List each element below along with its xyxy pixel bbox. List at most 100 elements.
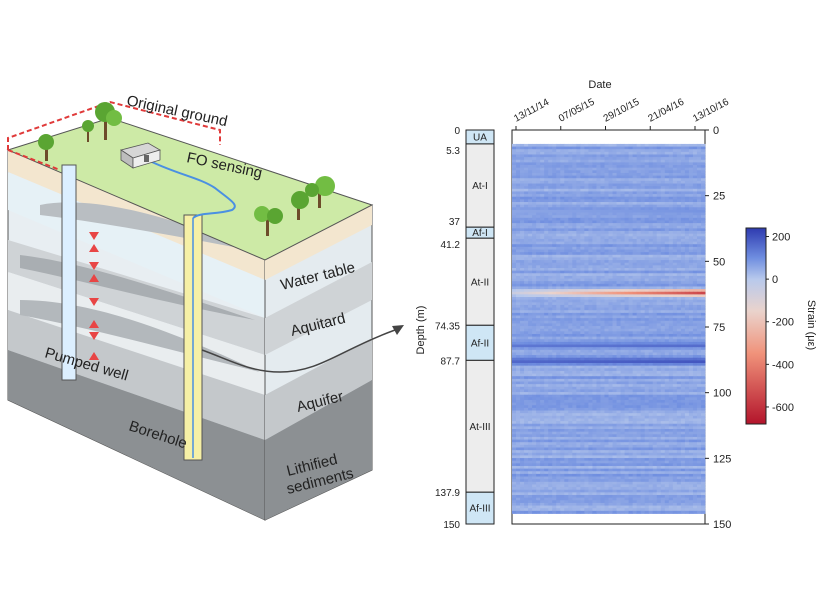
front-layer-lithified <box>8 350 265 520</box>
heatmap-cell <box>680 373 686 377</box>
heatmap-cell <box>552 399 557 404</box>
heatmap-cell <box>700 355 706 359</box>
heatmap-cell <box>652 341 658 345</box>
heatmap-cell <box>640 201 646 206</box>
heatmap-cell <box>612 331 617 335</box>
heatmap-cell <box>648 241 654 245</box>
heatmap-cell <box>668 384 674 388</box>
heatmap-cell <box>660 363 666 367</box>
heatmap-cell <box>536 146 541 150</box>
heatmap-cell <box>576 246 581 250</box>
heatmap-cell <box>660 217 666 221</box>
heatmap-cell <box>644 201 650 206</box>
heatmap-cell <box>612 254 617 258</box>
heatmap-cell <box>580 397 585 401</box>
heatmap-cell <box>668 365 674 369</box>
heatmap-cell <box>628 378 634 382</box>
heatmap-cell <box>648 170 654 174</box>
heatmap-cell <box>588 154 593 158</box>
heatmap-cell <box>584 318 589 322</box>
heatmap-cell <box>588 254 593 258</box>
heatmap-cell <box>612 333 617 338</box>
heatmap-cell <box>700 370 706 374</box>
heatmap-cell <box>528 204 533 208</box>
heatmap-cell <box>528 386 533 390</box>
heatmap-cell <box>620 246 625 250</box>
heatmap-cell <box>696 397 702 401</box>
heatmap-cell <box>516 183 521 187</box>
heatmap-cell <box>616 270 621 274</box>
heatmap-cell <box>544 146 549 150</box>
heatmap-cell <box>560 201 565 206</box>
heatmap-cell <box>700 289 706 293</box>
heatmap-cell <box>648 172 654 176</box>
heatmap-cell <box>572 201 577 206</box>
heatmap-cell <box>596 233 601 237</box>
heatmap-cell <box>612 389 617 393</box>
heatmap-cell <box>688 231 694 235</box>
heatmap-cell <box>524 339 529 343</box>
heatmap-cell <box>632 386 638 390</box>
heatmap-cell <box>696 302 702 306</box>
heatmap-cell <box>568 286 573 290</box>
heatmap-cell <box>616 252 621 256</box>
heatmap-cell <box>684 194 690 198</box>
heatmap-cell <box>604 378 609 382</box>
heatmap-cell <box>624 233 630 237</box>
heatmap-cell <box>556 151 561 155</box>
heatmap-cell <box>588 249 593 253</box>
heatmap-cell <box>684 291 690 295</box>
heatmap-cell <box>692 188 698 192</box>
heatmap-cell <box>632 299 638 303</box>
heatmap-cell <box>552 199 557 203</box>
heatmap-cell <box>696 360 702 364</box>
heatmap-cell <box>644 341 650 345</box>
heatmap-cell <box>700 381 706 385</box>
heatmap-cell <box>516 326 521 330</box>
heatmap-cell <box>580 172 585 176</box>
heatmap-cell <box>580 223 585 227</box>
heatmap-cell <box>628 373 634 377</box>
heatmap-cell <box>552 357 557 361</box>
heatmap-cell <box>584 225 589 229</box>
heatmap-cell <box>572 360 577 364</box>
heatmap-cell <box>556 228 561 232</box>
heatmap-cell <box>560 241 565 245</box>
heatmap-cell <box>608 365 613 369</box>
heatmap-cell <box>572 265 577 269</box>
heatmap-cell <box>692 254 698 258</box>
heatmap-cell <box>552 254 557 258</box>
heatmap-cell <box>632 233 638 237</box>
heatmap-cell <box>544 228 549 232</box>
heatmap-cell <box>660 357 666 361</box>
heatmap-cell <box>644 370 650 374</box>
heatmap-cell <box>684 373 690 377</box>
heatmap-cell <box>628 191 634 195</box>
heatmap-cell <box>636 312 642 316</box>
heatmap-cell <box>632 212 638 216</box>
heatmap-cell <box>576 265 581 269</box>
heatmap-cell <box>688 151 694 155</box>
heatmap-cell <box>664 262 670 266</box>
heatmap-cell <box>616 257 621 261</box>
heatmap-cell <box>580 378 585 382</box>
heatmap-cell <box>560 304 565 308</box>
heatmap-cell <box>668 186 674 190</box>
heatmap-cell <box>688 283 694 287</box>
heatmap-cell <box>516 159 521 163</box>
heatmap-cell <box>544 355 549 359</box>
heatmap-cell <box>648 273 654 277</box>
heatmap-cell <box>536 355 541 359</box>
heatmap-cell <box>648 376 654 380</box>
heatmap-cell <box>544 244 549 248</box>
heatmap-cell <box>596 307 601 311</box>
heatmap-cell <box>676 399 682 404</box>
heatmap-cell <box>564 399 569 404</box>
heatmap-cell <box>656 151 662 155</box>
heatmap-cell <box>600 262 605 266</box>
heatmap-cell <box>524 223 529 227</box>
heatmap-cell <box>700 146 706 150</box>
heatmap-cell <box>600 215 605 219</box>
heatmap-cell <box>648 207 654 211</box>
heatmap-cell <box>696 146 702 150</box>
